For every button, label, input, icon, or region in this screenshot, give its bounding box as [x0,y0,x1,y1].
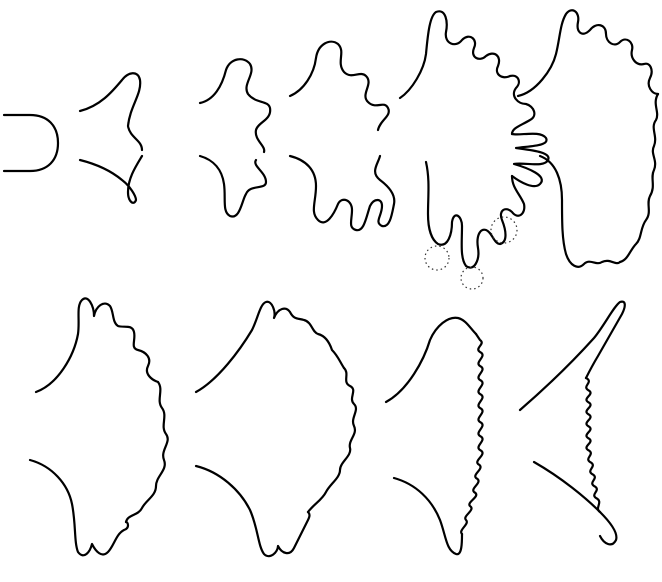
stage-8-lower-outline [196,466,310,556]
stage-10 [520,302,625,545]
stage-2 [80,73,142,203]
stage-2-lower-outline [80,156,142,203]
stage-10-upper-outline [520,302,625,410]
stage-5-lower-outline [426,162,524,268]
stage-7-edge-lobes [126,382,168,522]
stage-4-upper-outline [290,42,389,130]
highlight-circle-2 [461,267,483,289]
stage-10-lower-outline [534,462,616,544]
stage-1 [4,115,58,171]
stage-5-upper-outline [400,11,534,134]
stage-9-accordion-edge [461,334,482,534]
stage-3-lower-outline [200,156,266,217]
highlight-circle-1 [425,246,449,270]
stage-9-lower-outline [394,478,462,554]
stage-8 [196,302,356,556]
stage-6 [518,10,658,266]
stage-8-edge-lobes [308,368,356,512]
stage-4-lower-outline [290,156,394,230]
stage-3 [200,59,270,216]
stage-3-upper-outline [200,59,270,152]
stage-7-upper-outline [36,298,158,392]
stage-5-middle-lobes [512,134,548,186]
stage-6-upper-outline [518,10,658,96]
stage-8-upper-outline [196,302,344,392]
stage-6-edge-lobes [620,94,658,262]
stage-7-lower-outline [30,460,128,555]
stage-1-outline [4,115,58,171]
stage-2-upper-outline [80,73,142,150]
stage-9 [386,318,483,554]
stage-9-upper-outline [386,318,476,402]
stage-6-lower-outline [540,156,620,267]
stage-5 [400,11,548,289]
stage-7 [30,298,168,555]
stage-4 [290,42,394,231]
stage-10-accordion-edge [586,378,600,512]
